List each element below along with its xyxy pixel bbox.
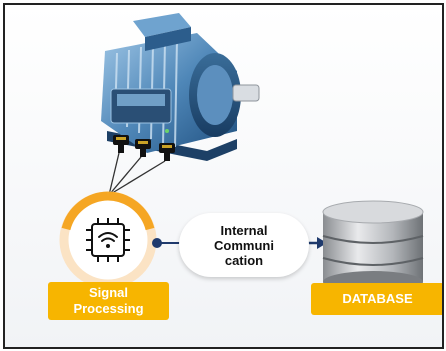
communication-label: Internal Communi cation xyxy=(204,223,284,268)
diagram-frame: Internal Communi cation Signal Processin… xyxy=(3,3,444,349)
signal-processing-line1: Signal xyxy=(88,285,128,300)
database-label: DATABASE xyxy=(311,283,442,315)
database-cylinder-icon xyxy=(322,200,424,293)
communication-bubble: Internal Communi cation xyxy=(179,213,309,277)
electric-motor-icon xyxy=(101,13,260,161)
communication-line1: Internal xyxy=(220,222,268,238)
communication-line3: cation xyxy=(224,252,264,268)
signal-processing-label: Signal Processing xyxy=(48,282,169,320)
signal-processing-line2: Processing xyxy=(73,301,144,316)
chip-wifi-icon xyxy=(59,191,157,289)
communication-line2: Communi xyxy=(214,237,274,253)
